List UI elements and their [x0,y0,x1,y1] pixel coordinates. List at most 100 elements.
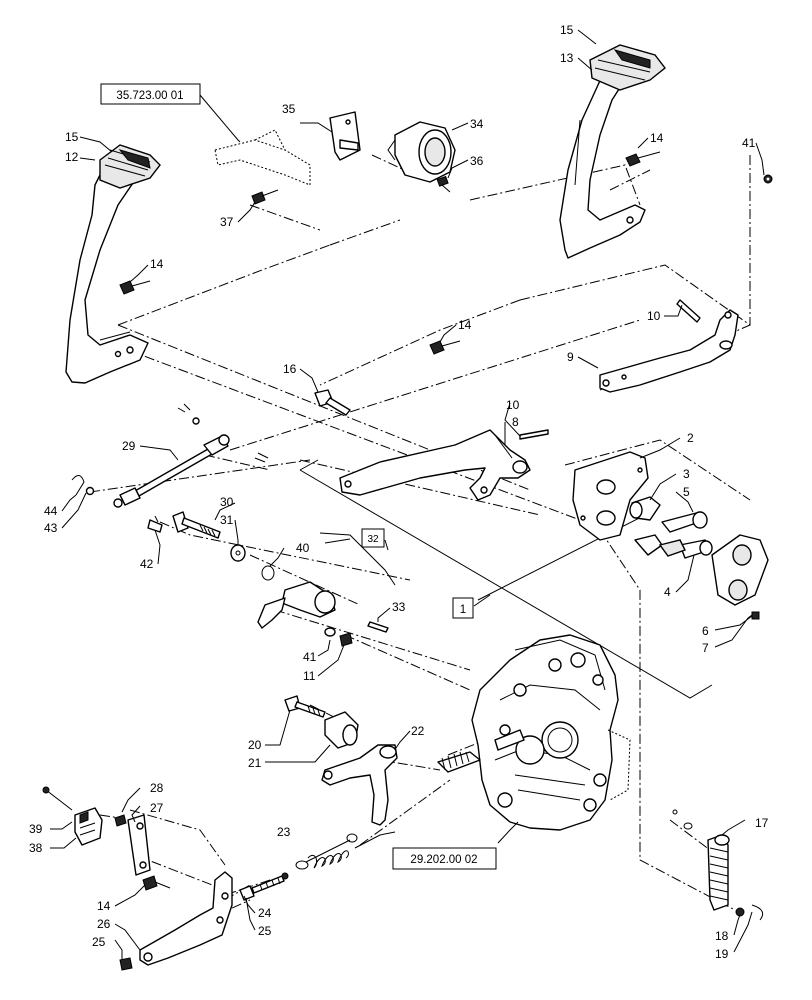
ref-29202-label: 29.202.00 02 [410,854,477,866]
callout-16: 16 [283,362,297,376]
spring-23 [295,833,358,870]
callout-23: 23 [277,825,291,839]
ref-35723-label: 35.723.00 01 [116,90,183,102]
washer-41-lower [324,627,336,637]
callout-26: 26 [97,917,111,931]
bracket-35723-dotted [214,129,311,186]
bolt-14-lower [142,875,171,891]
ref-box-35723[interactable]: 35.723.00 01 [100,83,201,105]
washer-43 [85,486,95,496]
callout-18: 18 [715,929,729,943]
callout-5: 5 [683,485,690,499]
callout-labels: 2 3 5 4 6 7 8 10 10 9 41 11 15 12 15 13 … [29,23,769,961]
brake-pedal-right [559,69,646,259]
callout-39: 39 [29,822,43,836]
callout-9: 9 [567,350,574,364]
spring-17 [707,834,730,911]
clip-17-small [672,809,693,830]
plate-2 [572,451,649,541]
group-32-lines [319,532,396,586]
callout-8: 8 [512,415,519,429]
bracket-35 [329,111,361,161]
callout-33: 33 [392,600,406,614]
callout-25b: 25 [92,935,106,949]
callout-14b: 14 [150,257,164,271]
ref-1-label: 1 [460,604,466,616]
callout-31: 31 [220,513,234,527]
ref-32-label: 32 [367,534,379,545]
pin-33 [367,621,389,633]
callout-44: 44 [44,504,58,518]
screw-36 [436,175,451,193]
cover-6 [711,534,769,606]
callout-27: 27 [150,801,164,815]
switch-38 [74,807,103,846]
lever-arm-32 [257,581,336,629]
pin-10-upper [676,299,701,323]
callout-36: 36 [470,154,484,168]
callout-40: 40 [296,541,310,555]
pedal-pad-right [589,44,666,91]
nut-11 [339,632,353,647]
screw-37 [251,189,279,205]
callout-11: 11 [303,669,316,683]
lever-22 [321,744,398,826]
callout-38: 38 [29,841,43,855]
callout-24: 24 [258,906,272,920]
bushing-4 [634,534,686,557]
callout-35: 35 [282,102,296,116]
callout-37: 37 [220,215,234,229]
callout-6: 6 [702,624,709,638]
washer-31 [230,544,246,562]
callout-30: 30 [220,495,234,509]
lever-8 [339,429,531,501]
bolt-14-middle [429,340,461,355]
rod-29 [113,403,269,508]
callout-4: 4 [664,585,671,599]
pedal-pad-left [99,144,161,189]
callout-21: 21 [248,756,262,770]
bolt-24 [239,872,289,901]
callout-41b: 41 [303,650,317,664]
pin-19 [751,904,764,921]
callout-25a: 25 [258,924,272,938]
callout-41a: 41 [742,136,756,150]
callout-2: 2 [687,431,694,445]
pin-10-lower [519,429,549,440]
screw-39 [42,786,73,811]
callout-17: 17 [755,816,769,830]
callout-15a: 15 [65,130,79,144]
callout-12: 12 [65,150,79,164]
callout-14c: 14 [458,318,472,332]
bolt-14-left [119,280,151,295]
bolt-14-upper-right [625,151,661,167]
ref-box-1[interactable]: 1 [452,597,474,619]
callout-14d: 14 [97,899,111,913]
bolt-16 [314,389,351,416]
callout-42: 42 [140,557,154,571]
spring-pin-44 [71,475,85,496]
bracket-26 [139,871,233,966]
callout-43: 43 [44,521,58,535]
callout-29: 29 [122,439,136,453]
ref-box-32[interactable]: 32 [361,528,385,548]
callout-13: 13 [560,51,574,65]
sleeve-21 [324,711,359,749]
brake-pedal-left [65,174,149,384]
callout-7: 7 [702,641,709,655]
callout-34: 34 [470,117,484,131]
ref-box-29202[interactable]: 29.202.00 02 [392,847,497,870]
callout-15b: 15 [560,23,574,37]
bolt-20 [284,695,326,718]
leader-lines [50,29,765,960]
callout-28: 28 [150,781,164,795]
washer-41-top [763,174,773,184]
callout-10a: 10 [647,309,661,323]
bushing-3 [629,496,661,521]
ring-40 [261,565,275,581]
shaft-5 [661,511,713,559]
screw-7 [747,611,760,620]
callout-20: 20 [248,738,262,752]
link-27 [127,814,151,876]
